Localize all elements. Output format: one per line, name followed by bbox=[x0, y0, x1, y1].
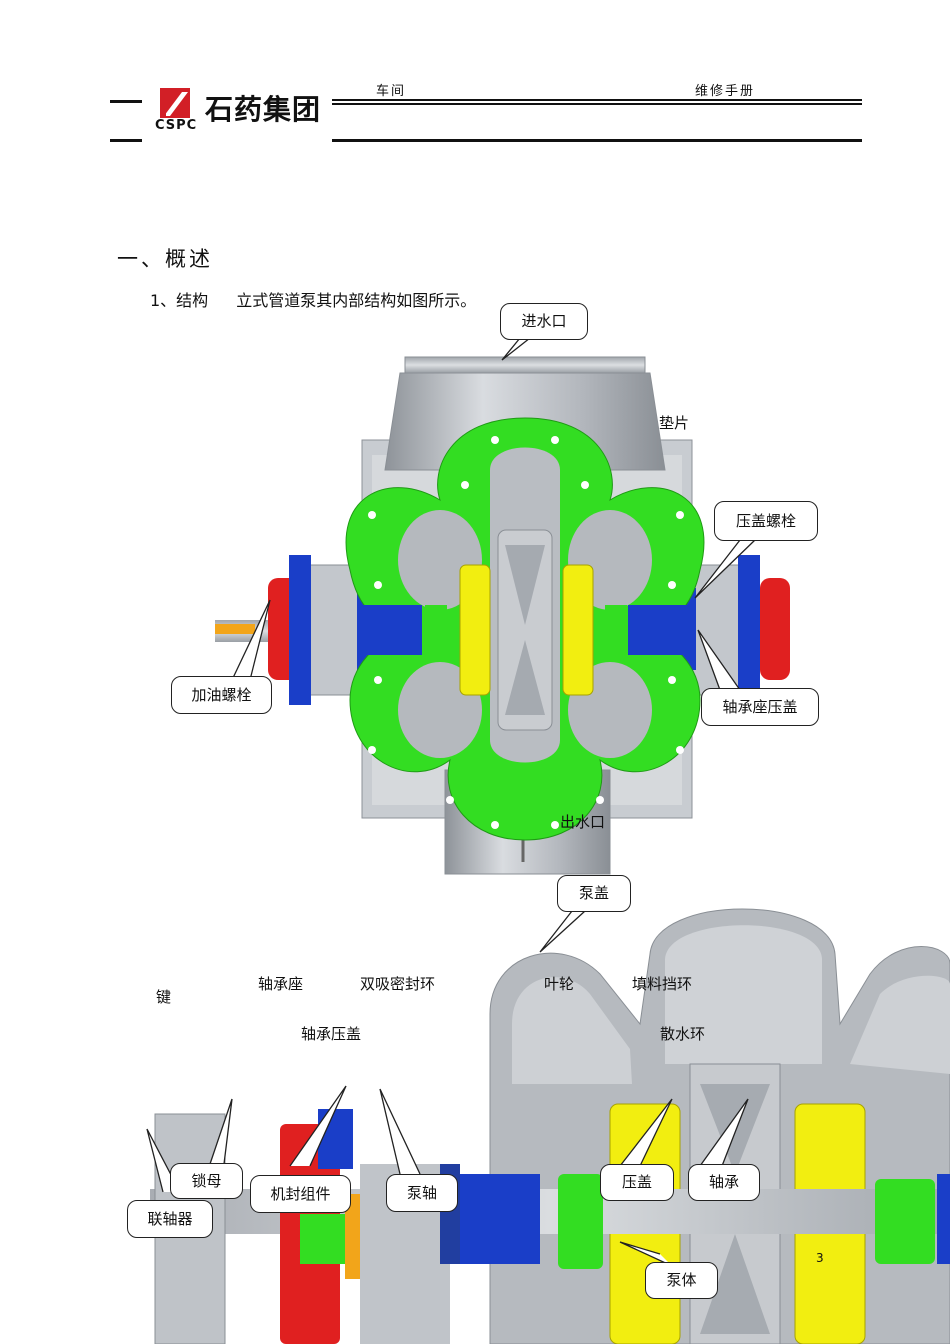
label-key: 键 bbox=[156, 988, 172, 1006]
label-packing-ring: 填料挡环 bbox=[632, 975, 693, 993]
callout-pump-body: 泵体 bbox=[645, 1262, 718, 1299]
callout-lock-nut: 锁母 bbox=[170, 1163, 243, 1199]
header-workshop: 车间 bbox=[376, 84, 407, 99]
callout-oil-bolt: 加油螺栓 bbox=[171, 676, 272, 714]
subsection-line: 1、结构 立式管道泵其内部结构如图所示。 bbox=[150, 287, 476, 311]
callout-coupling: 联轴器 bbox=[127, 1200, 213, 1238]
pump-front-view-figure bbox=[215, 337, 790, 875]
logo-abbrev: CSPC bbox=[155, 118, 198, 133]
label-impeller: 叶轮 bbox=[544, 975, 575, 993]
label-bearing-cover: 轴承压盖 bbox=[301, 1025, 362, 1043]
header-rule-left-top bbox=[110, 100, 142, 103]
pump-section-view-figure bbox=[146, 908, 950, 1344]
callout-bearing: 轴承 bbox=[688, 1164, 760, 1201]
label-gasket: 垫片 bbox=[659, 414, 690, 432]
logo-company-name: 石药集团 bbox=[205, 93, 322, 126]
subsection-text: 立式管道泵其内部结构如图所示。 bbox=[236, 291, 477, 310]
company-logo-icon bbox=[160, 88, 190, 118]
label-double-suction-ring: 双吸密封环 bbox=[360, 975, 436, 993]
label-water-ring: 散水环 bbox=[660, 1025, 706, 1043]
callout-seal-assembly: 机封组件 bbox=[250, 1175, 351, 1213]
header-manual-title: 维修手册 bbox=[695, 84, 756, 99]
header-rule-left-bottom bbox=[110, 139, 142, 142]
label-bearing-seat: 轴承座 bbox=[258, 975, 304, 993]
section-title: 一、概述 bbox=[117, 247, 213, 271]
callout-pump-cover: 泵盖 bbox=[557, 875, 631, 912]
callout-inlet: 进水口 bbox=[500, 303, 588, 340]
subsection-number: 1、结构 bbox=[150, 291, 209, 310]
callout-pump-shaft: 泵轴 bbox=[386, 1174, 458, 1212]
header-rule-right-top2 bbox=[332, 103, 862, 105]
header-rule-right-bottom bbox=[332, 139, 862, 142]
header-rule-right-top bbox=[332, 99, 862, 101]
callout-gland-bolt: 压盖螺栓 bbox=[714, 501, 818, 541]
page-number: 3 bbox=[816, 1251, 824, 1265]
callout-bearing-seat-cover: 轴承座压盖 bbox=[701, 688, 819, 726]
callout-gland: 压盖 bbox=[600, 1164, 674, 1201]
label-outlet: 出水口 bbox=[560, 813, 606, 831]
